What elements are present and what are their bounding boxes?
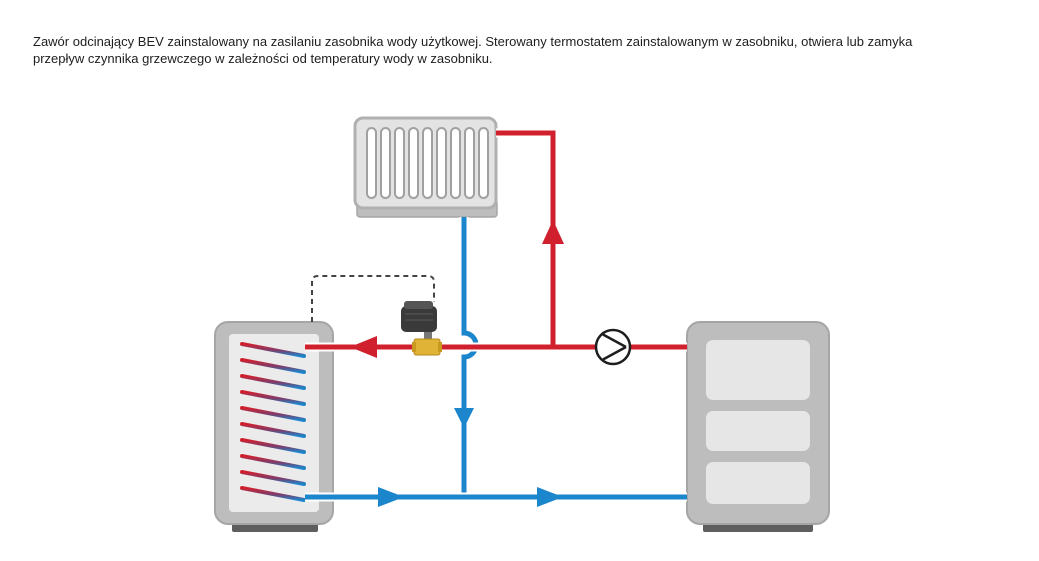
boiler-top-panel [706,340,810,400]
thermostat-control-line [311,275,435,322]
return-flow-arrow-right-segment [537,487,563,507]
supply-flow-arrow-left [350,336,377,358]
cylinder-heating-coil [240,342,306,502]
return-flow-arrow-left-segment [378,487,404,507]
boiler [686,321,830,532]
circulation-pump [594,328,632,366]
return-flow-arrow-down [454,408,474,428]
radiator-fins [366,127,489,199]
valve-actuator [401,306,437,332]
radiator [353,116,498,218]
description-line-1: Zawór odcinający BEV zainstalowany na za… [33,34,913,49]
valve-actuator-top [404,301,433,309]
description-line-2: przepływ czynnika grzewczego w zależnośc… [33,51,493,66]
hot-water-cylinder [214,321,334,532]
supply-flow-arrow-up [542,220,564,244]
pump-direction-triangle [602,333,627,361]
boiler-middle-panel [706,411,810,451]
bev-shutoff-valve [401,301,442,356]
valve-stem [424,328,432,340]
valve-brass-body [413,338,441,356]
return-pipes [305,217,687,507]
boiler-bottom-panel [706,462,810,504]
pump-symbol-icon [594,328,632,366]
description-text: Zawór odcinający BEV zainstalowany na za… [33,33,1023,67]
